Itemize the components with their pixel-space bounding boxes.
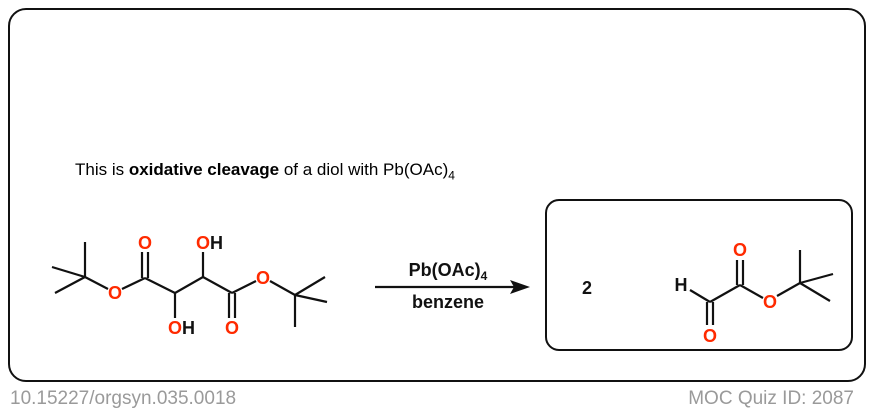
- ester-oxygen-2: O: [256, 268, 270, 288]
- reaction-arrow: [510, 280, 530, 294]
- hydroxyl-h-2: H: [210, 233, 223, 253]
- product-box: [545, 199, 853, 351]
- solvent-label: benzene: [412, 292, 484, 312]
- carbonyl-oxygen-1: O: [138, 233, 152, 253]
- doi-reference: 10.15227/orgsyn.035.0018: [10, 388, 237, 409]
- carbonyl-oxygen-2: O: [225, 318, 239, 338]
- outer-frame: [8, 8, 866, 382]
- aldehyde-oxygen: O: [703, 326, 717, 346]
- hydroxyl-h-1: H: [182, 318, 195, 338]
- reagent-label: Pb(OAc)4: [409, 260, 488, 283]
- hydroxyl-oxygen-2: O: [196, 233, 210, 253]
- quiz-id: MOC Quiz ID: 2087: [688, 388, 854, 409]
- reactant-bonds: [51, 242, 328, 327]
- hydroxyl-oxygen-1: O: [168, 318, 182, 338]
- ester-oxygen-1: O: [108, 283, 122, 303]
- aldehyde-h: H: [675, 275, 688, 295]
- statement: This is oxidative cleavage of a diol wit…: [75, 160, 455, 183]
- stoichiometric-coefficient: 2: [582, 278, 592, 298]
- carbonyl-oxygen: O: [733, 240, 747, 260]
- ester-oxygen: O: [763, 292, 777, 312]
- product-bonds: [689, 250, 834, 325]
